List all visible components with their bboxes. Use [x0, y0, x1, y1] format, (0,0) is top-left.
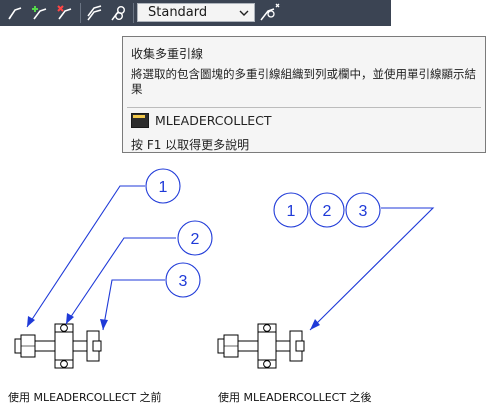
- balloon-number: 2: [191, 231, 200, 248]
- tooltip-title: 收集多重引線: [131, 47, 204, 61]
- remove-leader-icon[interactable]: [54, 2, 76, 24]
- tooltip-command-name: MLEADERCOLLECT: [155, 113, 272, 128]
- tooltip-help: 按 F1 以取得更多說明: [131, 138, 250, 152]
- command-tooltip: 收集多重引線 將選取的包含圖塊的多重引線組織到列或欄中，並使用單引線顯示結果 M…: [122, 36, 486, 153]
- balloon-number: 3: [359, 203, 368, 220]
- multileader-style-value: Standard: [148, 5, 208, 20]
- leader-arrowhead: [66, 313, 74, 324]
- chevron-down-icon: [239, 10, 249, 16]
- balloon[interactable]: [165, 262, 201, 298]
- tooltip-command: MLEADERCOLLECT: [131, 113, 272, 128]
- align-multileaders-icon[interactable]: [84, 2, 106, 24]
- multileader-icon[interactable]: [4, 2, 26, 24]
- toolbar-divider: [80, 3, 81, 23]
- balloon-number: 2: [323, 203, 332, 220]
- multileader-toolbar: Standard: [0, 0, 391, 26]
- tooltip-divider: [127, 107, 481, 108]
- tooltip-description: 將選取的包含圖塊的多重引線組織到列或欄中，並使用單引線顯示結果: [131, 67, 476, 96]
- balloon[interactable]: [145, 168, 181, 204]
- caption-after: 使用 MLEADERCOLLECT 之後: [218, 391, 372, 404]
- leader-arrowhead: [27, 316, 35, 327]
- assembly-part-after: [217, 323, 305, 369]
- add-leader-icon[interactable]: [29, 2, 51, 24]
- balloon[interactable]: [309, 192, 345, 228]
- balloon[interactable]: [345, 192, 381, 228]
- assembly-part-before: [14, 323, 102, 369]
- multileader-style-icon[interactable]: [258, 2, 280, 24]
- balloon[interactable]: [177, 220, 213, 256]
- balloon[interactable]: [273, 192, 309, 228]
- leader-arrowhead: [310, 319, 320, 330]
- toolbar-divider: [133, 3, 134, 23]
- leader-arrowhead: [100, 319, 108, 330]
- leader-line[interactable]: [65, 237, 176, 325]
- leaders-before[interactable]: 1 2 3: [26, 168, 213, 331]
- leader-line[interactable]: [102, 279, 165, 331]
- balloon-number: 1: [159, 179, 168, 196]
- multileader-style-select[interactable]: Standard: [137, 3, 255, 22]
- balloon-number: 3: [179, 273, 188, 290]
- collect-multileaders-icon[interactable]: [108, 2, 130, 24]
- leader-line[interactable]: [26, 185, 145, 328]
- leader-line[interactable]: [309, 207, 435, 331]
- caption-before: 使用 MLEADERCOLLECT 之前: [8, 391, 162, 404]
- command-line-icon: [131, 113, 149, 128]
- balloon-number: 1: [287, 203, 296, 220]
- leaders-after[interactable]: 1 2 3: [273, 192, 435, 331]
